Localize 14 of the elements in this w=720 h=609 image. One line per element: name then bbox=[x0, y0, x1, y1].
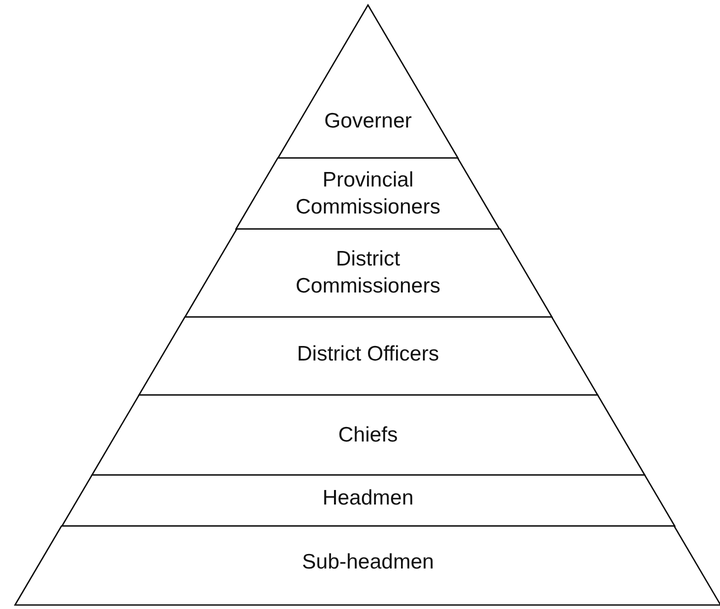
pyramid-tier bbox=[15, 526, 720, 605]
tier-label: Provincial Commissioners bbox=[294, 167, 442, 220]
tier-label: District Officers bbox=[296, 342, 440, 368]
pyramid-tier bbox=[62, 475, 674, 526]
tier-label: Governer bbox=[323, 108, 413, 135]
tier-label: Headmen bbox=[321, 485, 415, 512]
pyramid-tier bbox=[92, 395, 644, 475]
tier-label: Chiefs bbox=[337, 422, 399, 448]
pyramid-apex bbox=[278, 5, 458, 158]
pyramid-tier bbox=[184, 229, 552, 317]
pyramid-tier bbox=[138, 317, 598, 395]
pyramid-tier bbox=[236, 158, 500, 229]
tier-label: District Commissioners bbox=[294, 246, 442, 300]
tier-label: Sub-headmen bbox=[301, 548, 435, 575]
